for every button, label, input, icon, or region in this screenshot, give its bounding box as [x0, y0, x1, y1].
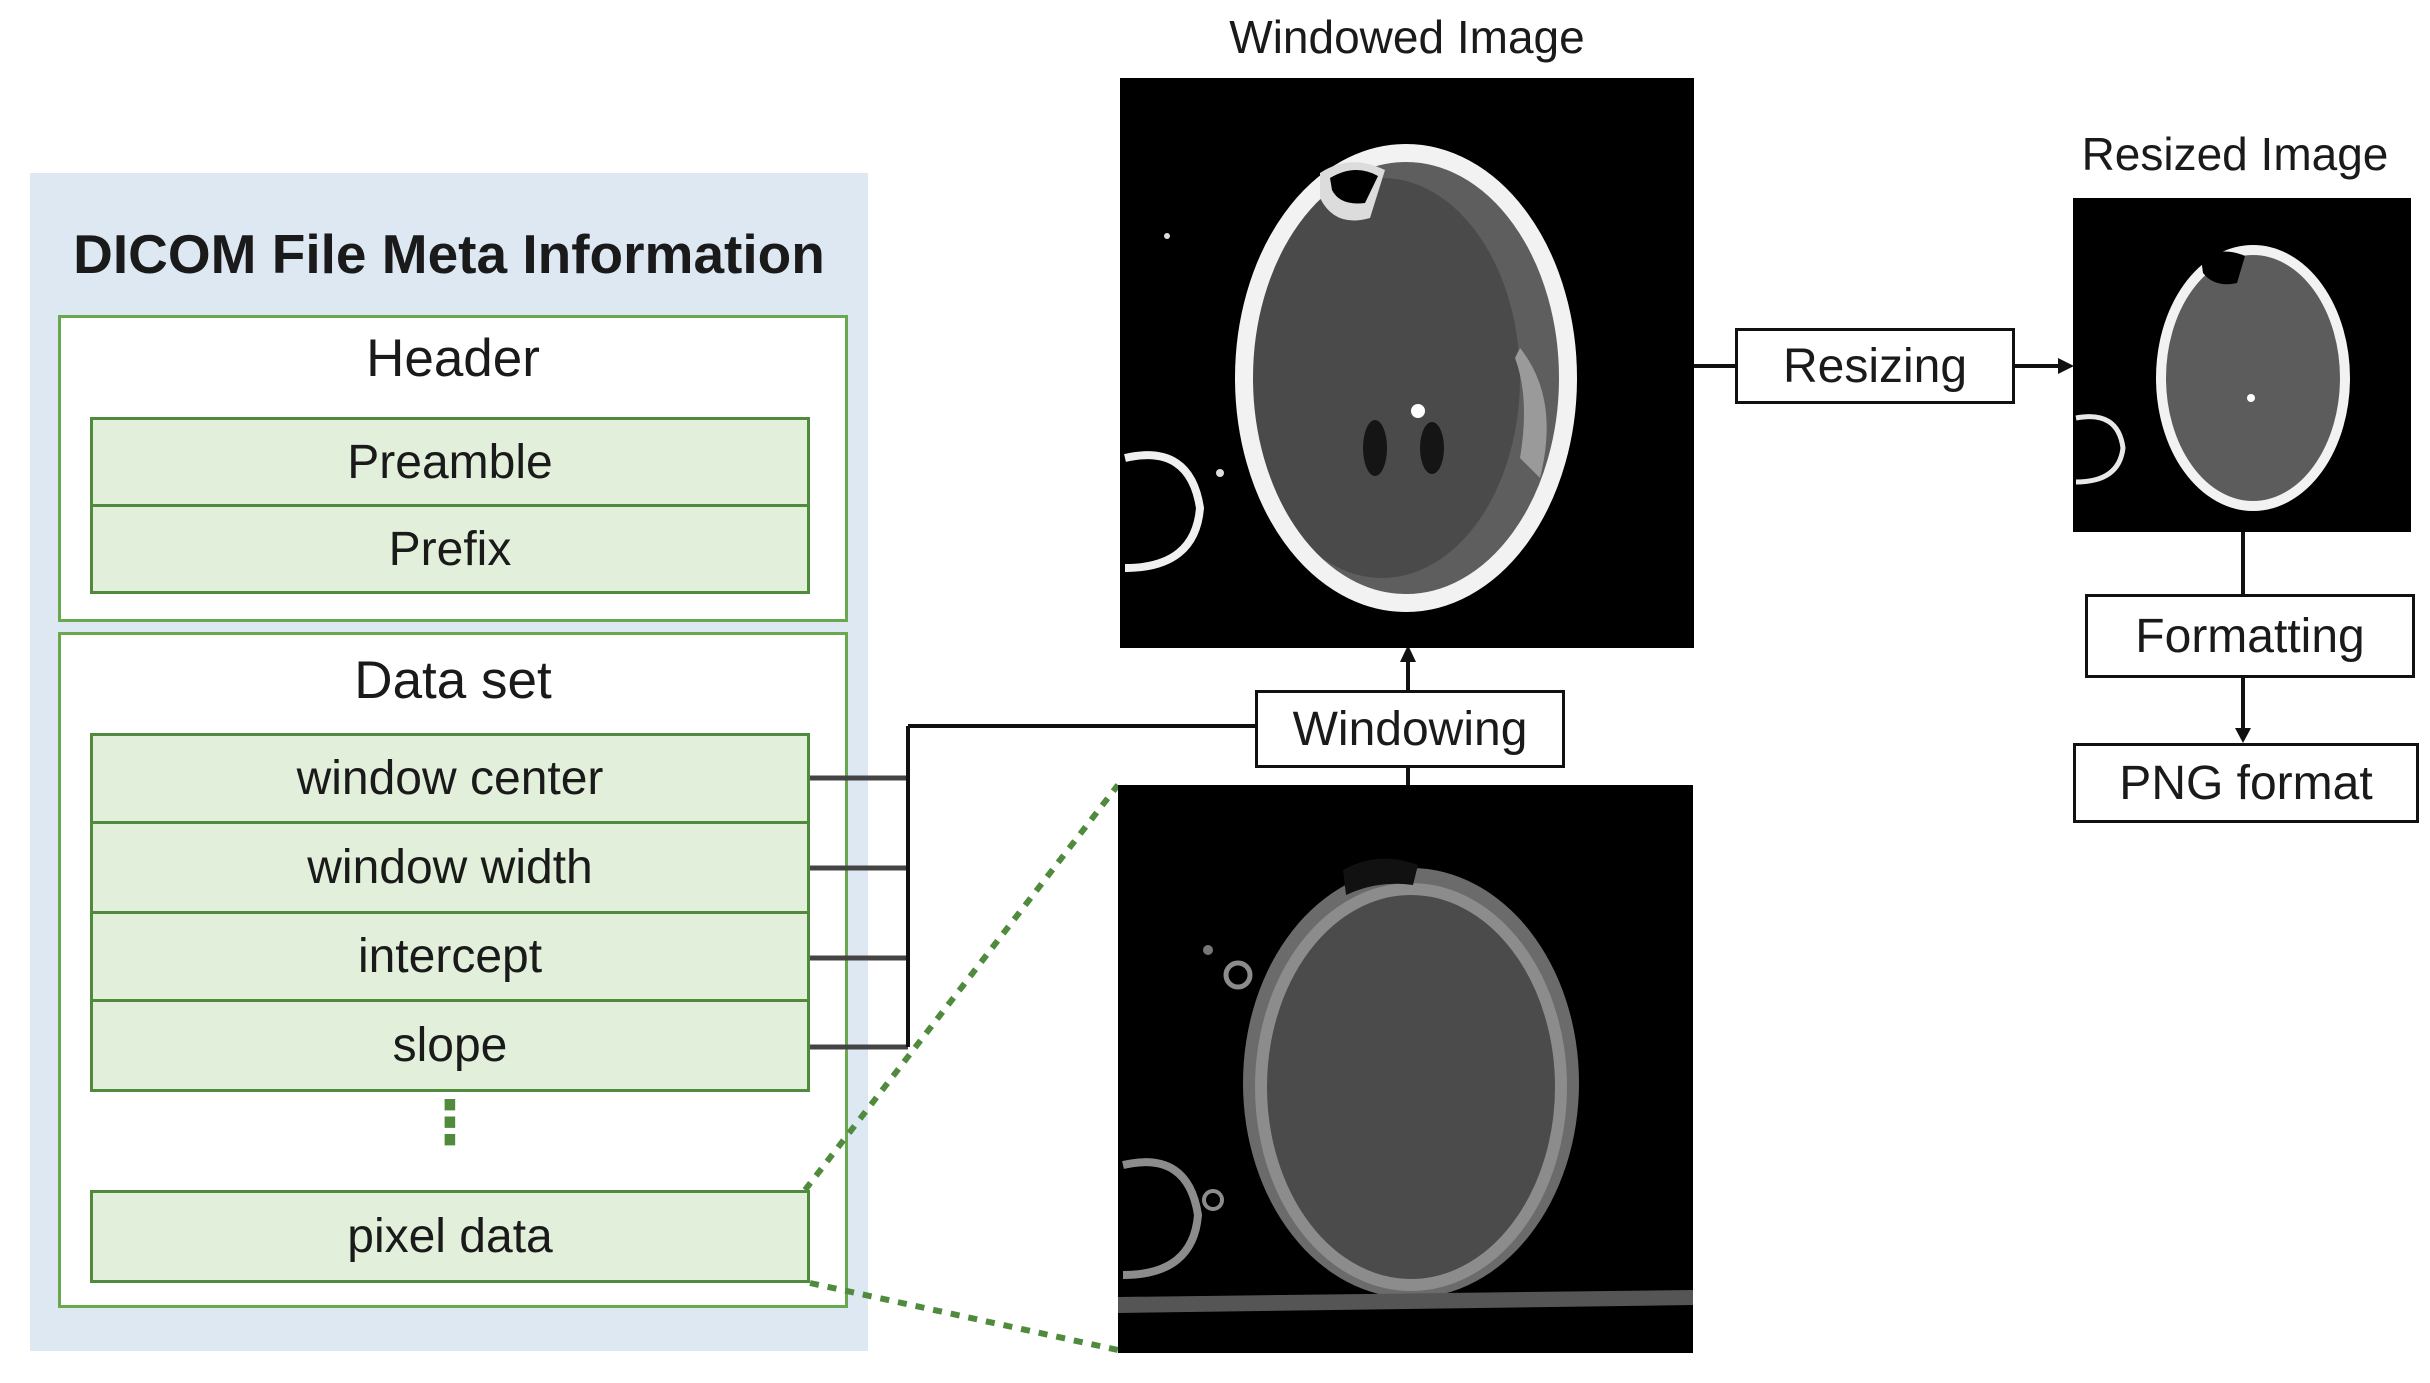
windowing-step: Windowing [1255, 690, 1565, 768]
raw-ct-scan [1118, 858, 1693, 1313]
formatting-step: Formatting [2085, 594, 2415, 678]
preamble-field: Preamble [90, 417, 810, 507]
resized-ct-scan [2075, 245, 2350, 511]
resized-image-title: Resized Image [2081, 128, 2389, 180]
slope-field: slope [90, 999, 810, 1092]
resized-ct-image [2073, 198, 2411, 532]
windowed-ct-scan [1124, 144, 1577, 612]
dataset-title: Data set [354, 651, 552, 710]
window-width-field: window width [90, 821, 810, 914]
panel-title: DICOM File Meta Information [73, 223, 825, 285]
raw-ct-image [1118, 785, 1693, 1353]
pixel-data-field: pixel data [90, 1190, 810, 1283]
windowed-image-title: Windowed Image [1229, 11, 1585, 63]
window-center-field: window center [90, 733, 810, 824]
header-title: Header [366, 329, 540, 388]
prefix-field: Prefix [90, 504, 810, 594]
png-format-output: PNG format [2073, 743, 2419, 823]
windowed-ct-image [1120, 78, 1694, 648]
resizing-step: Resizing [1735, 328, 2015, 404]
